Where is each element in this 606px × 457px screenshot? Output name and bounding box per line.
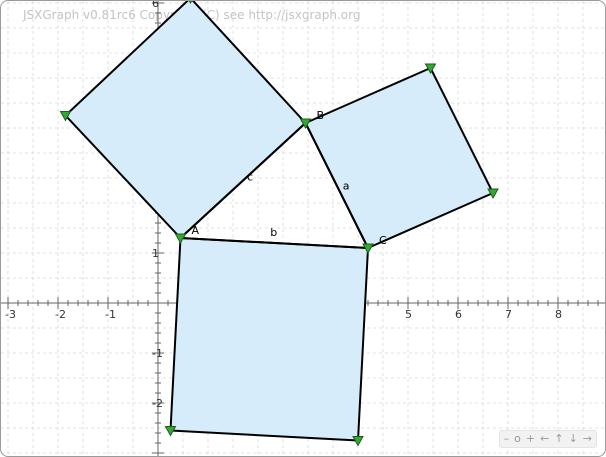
vertex-label-c: C: [379, 234, 387, 247]
navigation-bar: – o + ← ↑ ↓ →: [498, 430, 597, 448]
x-axis-tick-label: 8: [555, 308, 562, 321]
square-corner-point[interactable]: [59, 111, 72, 122]
pan-down-button[interactable]: ↓: [568, 432, 578, 445]
segment-label-b: b: [270, 226, 277, 239]
zoom-reset-button[interactable]: o: [514, 432, 521, 445]
y-axis-tick-label: 6: [152, 1, 159, 10]
square-polygon[interactable]: [304, 67, 494, 249]
y-axis-tick-label: -2: [152, 397, 163, 410]
square-polygon[interactable]: [169, 237, 369, 442]
x-axis-tick-label: -1: [105, 308, 116, 321]
zoom-in-button[interactable]: +: [525, 432, 536, 445]
x-axis-tick-label: 6: [455, 308, 462, 321]
square-corner-point[interactable]: [164, 426, 177, 437]
vertex-point-b[interactable]: [299, 118, 312, 130]
x-axis-tick-label: 5: [405, 308, 412, 321]
vertex-point-a[interactable]: [174, 233, 187, 245]
pan-up-button[interactable]: ↑: [554, 432, 564, 445]
y-axis-tick-label: 1: [152, 247, 159, 260]
square-corner-point[interactable]: [487, 188, 499, 200]
segment-label-a: a: [343, 180, 350, 193]
segment-label-c: c: [247, 171, 253, 184]
x-axis-tick-label: -2: [55, 308, 66, 321]
square-corner-point[interactable]: [424, 63, 437, 75]
segment-c[interactable]: [179, 122, 307, 239]
pan-right-button[interactable]: →: [582, 432, 592, 445]
y-axis-tick-label: -1: [152, 347, 163, 360]
vertex-label-b: B: [317, 109, 325, 122]
square-polygon[interactable]: [64, 1, 307, 239]
square-corner-point[interactable]: [352, 436, 364, 447]
square-corner-point[interactable]: [186, 1, 196, 5]
segment-b[interactable]: [180, 237, 369, 249]
vertex-point-c[interactable]: [362, 243, 374, 255]
zoom-out-button[interactable]: –: [503, 432, 510, 445]
pan-left-button[interactable]: ←: [540, 432, 550, 445]
vertex-label-a: A: [192, 224, 200, 237]
x-axis-tick-label: 7: [505, 308, 512, 321]
x-axis-tick-label: -3: [5, 308, 16, 321]
segment-a[interactable]: [304, 122, 369, 249]
